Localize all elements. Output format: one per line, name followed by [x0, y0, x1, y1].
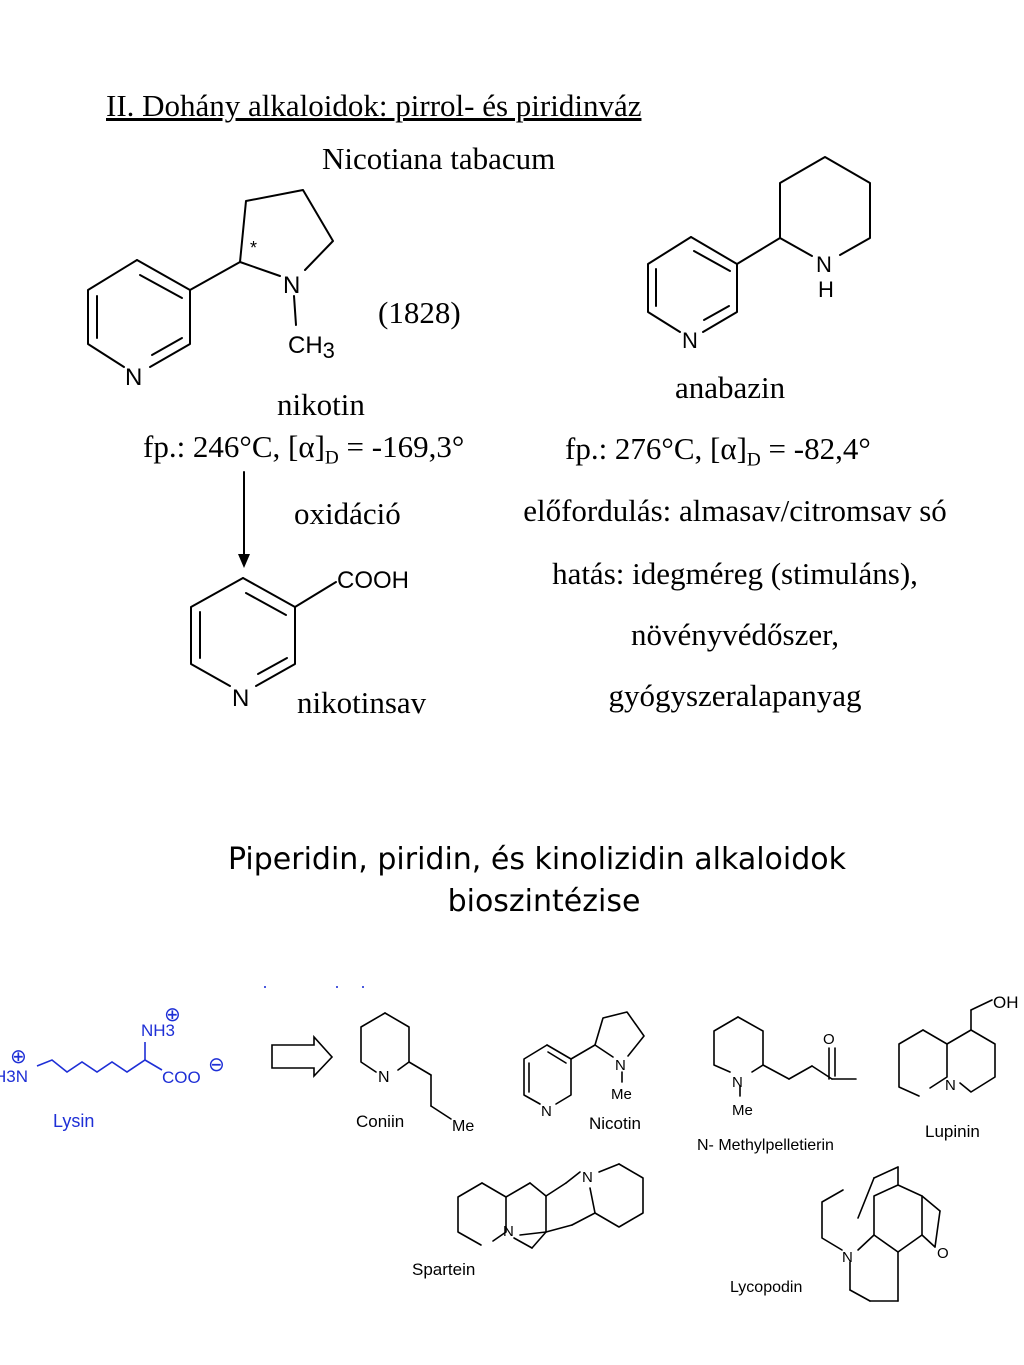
- spartein-n1: N: [503, 1223, 514, 1240]
- methylpelletierin-n: N: [732, 1074, 743, 1091]
- coniin-me: Me: [452, 1118, 474, 1135]
- lysine-coo: COO: [162, 1068, 201, 1087]
- coniin-n: N: [378, 1069, 390, 1086]
- occurrence-text: előfordulás: almasav/citromsav só: [523, 493, 947, 528]
- lupinin-label: Lupinin: [925, 1122, 980, 1141]
- lupinin-structure: [898, 999, 996, 1097]
- lysine-minus: ⊖: [208, 1054, 225, 1076]
- arrow-head: [238, 554, 250, 568]
- methylpelletierin-label: N- Methylpelletierin: [697, 1137, 834, 1154]
- anabasine-nh-n: N: [816, 252, 832, 277]
- lysine-nh3: NH3: [141, 1021, 175, 1040]
- nicotin-small-n: N: [615, 1057, 626, 1074]
- coniin-label: Coniin: [356, 1112, 404, 1131]
- methylpelletierin-structure: [713, 1016, 857, 1097]
- nicotinic-acid-name: nikotinsav: [297, 685, 427, 720]
- lysine-h3n: H3N: [0, 1067, 28, 1086]
- lupinin-n: N: [945, 1077, 956, 1094]
- lycopodin-n: N: [842, 1249, 853, 1266]
- anabasine-name: anabazin: [675, 370, 786, 405]
- section2-title-line1: Piperidin, piridin, és kinolizidin alkal…: [227, 842, 847, 877]
- methylpelletierin-me: Me: [732, 1102, 753, 1119]
- nicotinic-acid-structure: [190, 577, 337, 687]
- nicotinic-acid-cooh: COOH: [337, 567, 409, 594]
- methylpelletierin-o: O: [823, 1031, 835, 1048]
- spartein-structure: [457, 1163, 644, 1249]
- lycopodin-label: Lycopodin: [730, 1279, 802, 1296]
- plant-name: Nicotiana tabacum: [322, 141, 556, 176]
- lysine-plus-2: ⊕: [164, 1004, 181, 1026]
- lycopodin-o: O: [937, 1245, 949, 1262]
- spartein-n2: N: [582, 1169, 593, 1186]
- lysine-structure: [36, 1042, 163, 1073]
- nicotinic-acid-n: N: [232, 685, 249, 712]
- reaction-label: oxidáció: [294, 496, 401, 531]
- nicotine-structure: [87, 189, 334, 368]
- section2-title-line2: bioszintézise: [447, 884, 641, 919]
- nicotin-small-ring-n: N: [541, 1103, 552, 1120]
- section-heading: II. Dohány alkaloidok: pirrol- és piridi…: [106, 88, 642, 123]
- biosynthesis-arrow: [271, 1034, 334, 1079]
- anabasine-ring-n: N: [682, 328, 698, 353]
- nicotin-small-structure: [523, 1011, 645, 1105]
- anabasine-structure: [647, 156, 871, 333]
- lysine-plus-1: ⊕: [10, 1046, 27, 1068]
- anabasine-nh-h: H: [818, 277, 834, 302]
- anabasine-properties: fp.: 276°C, [α]D = -82,4°: [565, 431, 871, 471]
- lycopodin-structure: [821, 1166, 941, 1302]
- spartein-label: Spartein: [412, 1260, 475, 1279]
- nicotine-name: nikotin: [277, 387, 365, 422]
- nicotine-properties: fp.: 246°C, [α]D = -169,3°: [143, 429, 465, 469]
- nicotine-stereocenter: *: [250, 238, 257, 258]
- nicotin-label: Nicotin: [589, 1114, 641, 1133]
- effect-line-2: növényvédőszer,: [631, 617, 839, 652]
- lysine-label: Lysin: [53, 1111, 94, 1131]
- coniin-structure: [360, 1012, 452, 1120]
- discovery-year: (1828): [378, 295, 461, 330]
- nicotine-ring-n: N: [125, 364, 142, 391]
- lupinin-oh: OH: [993, 993, 1019, 1012]
- nicotin-small-me: Me: [611, 1086, 632, 1103]
- nicotine-methyl: CH3: [288, 332, 335, 363]
- effect-line-1: hatás: idegméreg (stimuláns),: [552, 556, 918, 591]
- nicotine-n: N: [283, 272, 300, 299]
- effect-line-3: gyógyszeralapanyag: [608, 678, 862, 713]
